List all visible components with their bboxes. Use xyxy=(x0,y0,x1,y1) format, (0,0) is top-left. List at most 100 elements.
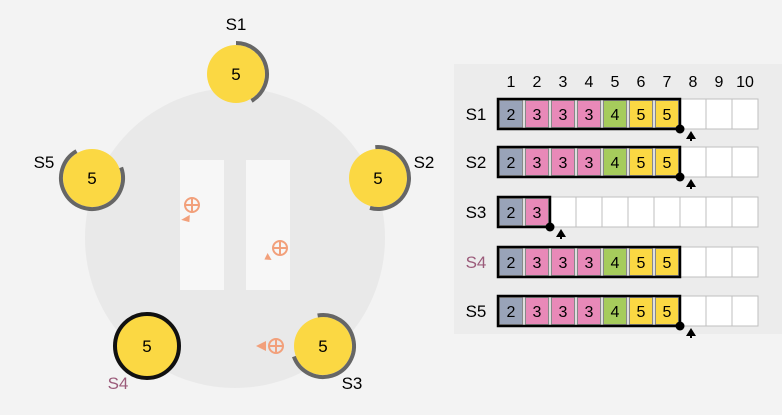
log-entry-term: 3 xyxy=(585,304,594,321)
log-entry xyxy=(629,100,653,128)
log-entry xyxy=(499,297,523,325)
log-slot xyxy=(705,295,733,327)
commit-outline xyxy=(496,195,552,229)
server-label: S2 xyxy=(414,153,435,172)
log-slot xyxy=(679,295,707,327)
log-entry xyxy=(499,198,523,226)
log-row-label: S3 xyxy=(466,203,487,222)
message-icon xyxy=(264,240,288,260)
log-entry-term: 5 xyxy=(637,155,646,172)
server-circle xyxy=(294,317,352,375)
log-slot xyxy=(705,246,733,278)
server-circle xyxy=(207,45,265,103)
log-entry-term: 4 xyxy=(611,155,620,172)
log-slot xyxy=(731,246,759,278)
server-s4[interactable]: 5S4 xyxy=(108,312,181,393)
log-slot xyxy=(731,146,759,178)
message-icon xyxy=(181,197,200,223)
message-icon xyxy=(256,338,284,354)
log-entry xyxy=(577,100,601,128)
log-slot xyxy=(705,196,733,228)
log-entry-term: 3 xyxy=(533,205,542,222)
log-entry-term: 4 xyxy=(611,255,620,272)
election-timer-arc xyxy=(235,41,269,103)
next-index-arrow-icon xyxy=(686,179,696,187)
server-term: 5 xyxy=(87,169,96,188)
log-index-label: 9 xyxy=(715,74,724,91)
log-entry xyxy=(525,198,549,226)
log-index-label: 7 xyxy=(663,74,672,91)
log-index-label: 3 xyxy=(559,74,568,91)
log-entry-term: 3 xyxy=(585,255,594,272)
election-timer-arc xyxy=(59,149,125,211)
log-entry-term: 5 xyxy=(637,107,646,124)
message-lane-1 xyxy=(180,160,224,290)
log-index-label: 6 xyxy=(637,74,646,91)
match-index-marker xyxy=(675,172,685,182)
log-slot xyxy=(601,196,629,228)
log-entry xyxy=(551,248,575,276)
message-lane-2 xyxy=(246,160,290,290)
log-slot xyxy=(679,196,707,228)
log-row-label: S4 xyxy=(466,253,487,272)
commit-outline xyxy=(496,294,682,328)
match-index-marker xyxy=(675,124,685,134)
election-timer-arc xyxy=(291,313,356,379)
server-term: 5 xyxy=(142,337,151,356)
log-entry xyxy=(629,148,653,176)
log-entry-term: 5 xyxy=(663,255,672,272)
log-entry-term: 5 xyxy=(637,304,646,321)
log-entry-term: 3 xyxy=(533,155,542,172)
election-timer-arc xyxy=(369,145,411,211)
log-slot xyxy=(731,196,759,228)
next-index-arrow-stem xyxy=(690,185,692,189)
log-entry-term: 2 xyxy=(507,205,516,222)
commit-outline xyxy=(496,145,682,179)
log-slot xyxy=(705,146,733,178)
log-entry xyxy=(603,297,627,325)
next-index-arrow-icon xyxy=(686,328,696,336)
log-entry-term: 5 xyxy=(663,107,672,124)
log-entry-term: 3 xyxy=(533,255,542,272)
log-entry xyxy=(655,248,679,276)
log-entry xyxy=(525,297,549,325)
commit-outline xyxy=(496,245,682,279)
log-entry xyxy=(577,248,601,276)
server-label: S4 xyxy=(108,374,129,393)
log-entry-term: 2 xyxy=(507,304,516,321)
next-index-arrow-stem xyxy=(690,137,692,141)
log-entry xyxy=(525,148,549,176)
log-entry xyxy=(551,297,575,325)
log-entry xyxy=(603,248,627,276)
server-circle xyxy=(349,149,407,207)
match-index-marker xyxy=(545,222,555,232)
log-entry-term: 2 xyxy=(507,255,516,272)
server-term: 5 xyxy=(318,337,327,356)
log-entry-term: 4 xyxy=(611,304,620,321)
next-index-arrow-icon xyxy=(686,131,696,139)
log-entry-term: 3 xyxy=(585,155,594,172)
server-term: 5 xyxy=(373,169,382,188)
log-slot xyxy=(653,196,681,228)
log-slot xyxy=(627,196,655,228)
log-slot xyxy=(575,196,603,228)
log-slot xyxy=(549,196,577,228)
log-entry xyxy=(629,248,653,276)
server-s5[interactable]: 5S5 xyxy=(34,149,125,211)
log-entry-term: 5 xyxy=(663,155,672,172)
server-s2[interactable]: 5 S2 xyxy=(349,145,435,211)
server-s1[interactable]: 5S1 xyxy=(207,15,269,103)
log-entry xyxy=(525,100,549,128)
log-index-label: 1 xyxy=(507,74,516,91)
match-index-marker xyxy=(675,321,685,331)
log-index-label: 2 xyxy=(533,74,542,91)
server-s3[interactable]: 5S3 xyxy=(291,313,363,393)
log-slot xyxy=(679,146,707,178)
log-index-label: 8 xyxy=(689,74,698,91)
